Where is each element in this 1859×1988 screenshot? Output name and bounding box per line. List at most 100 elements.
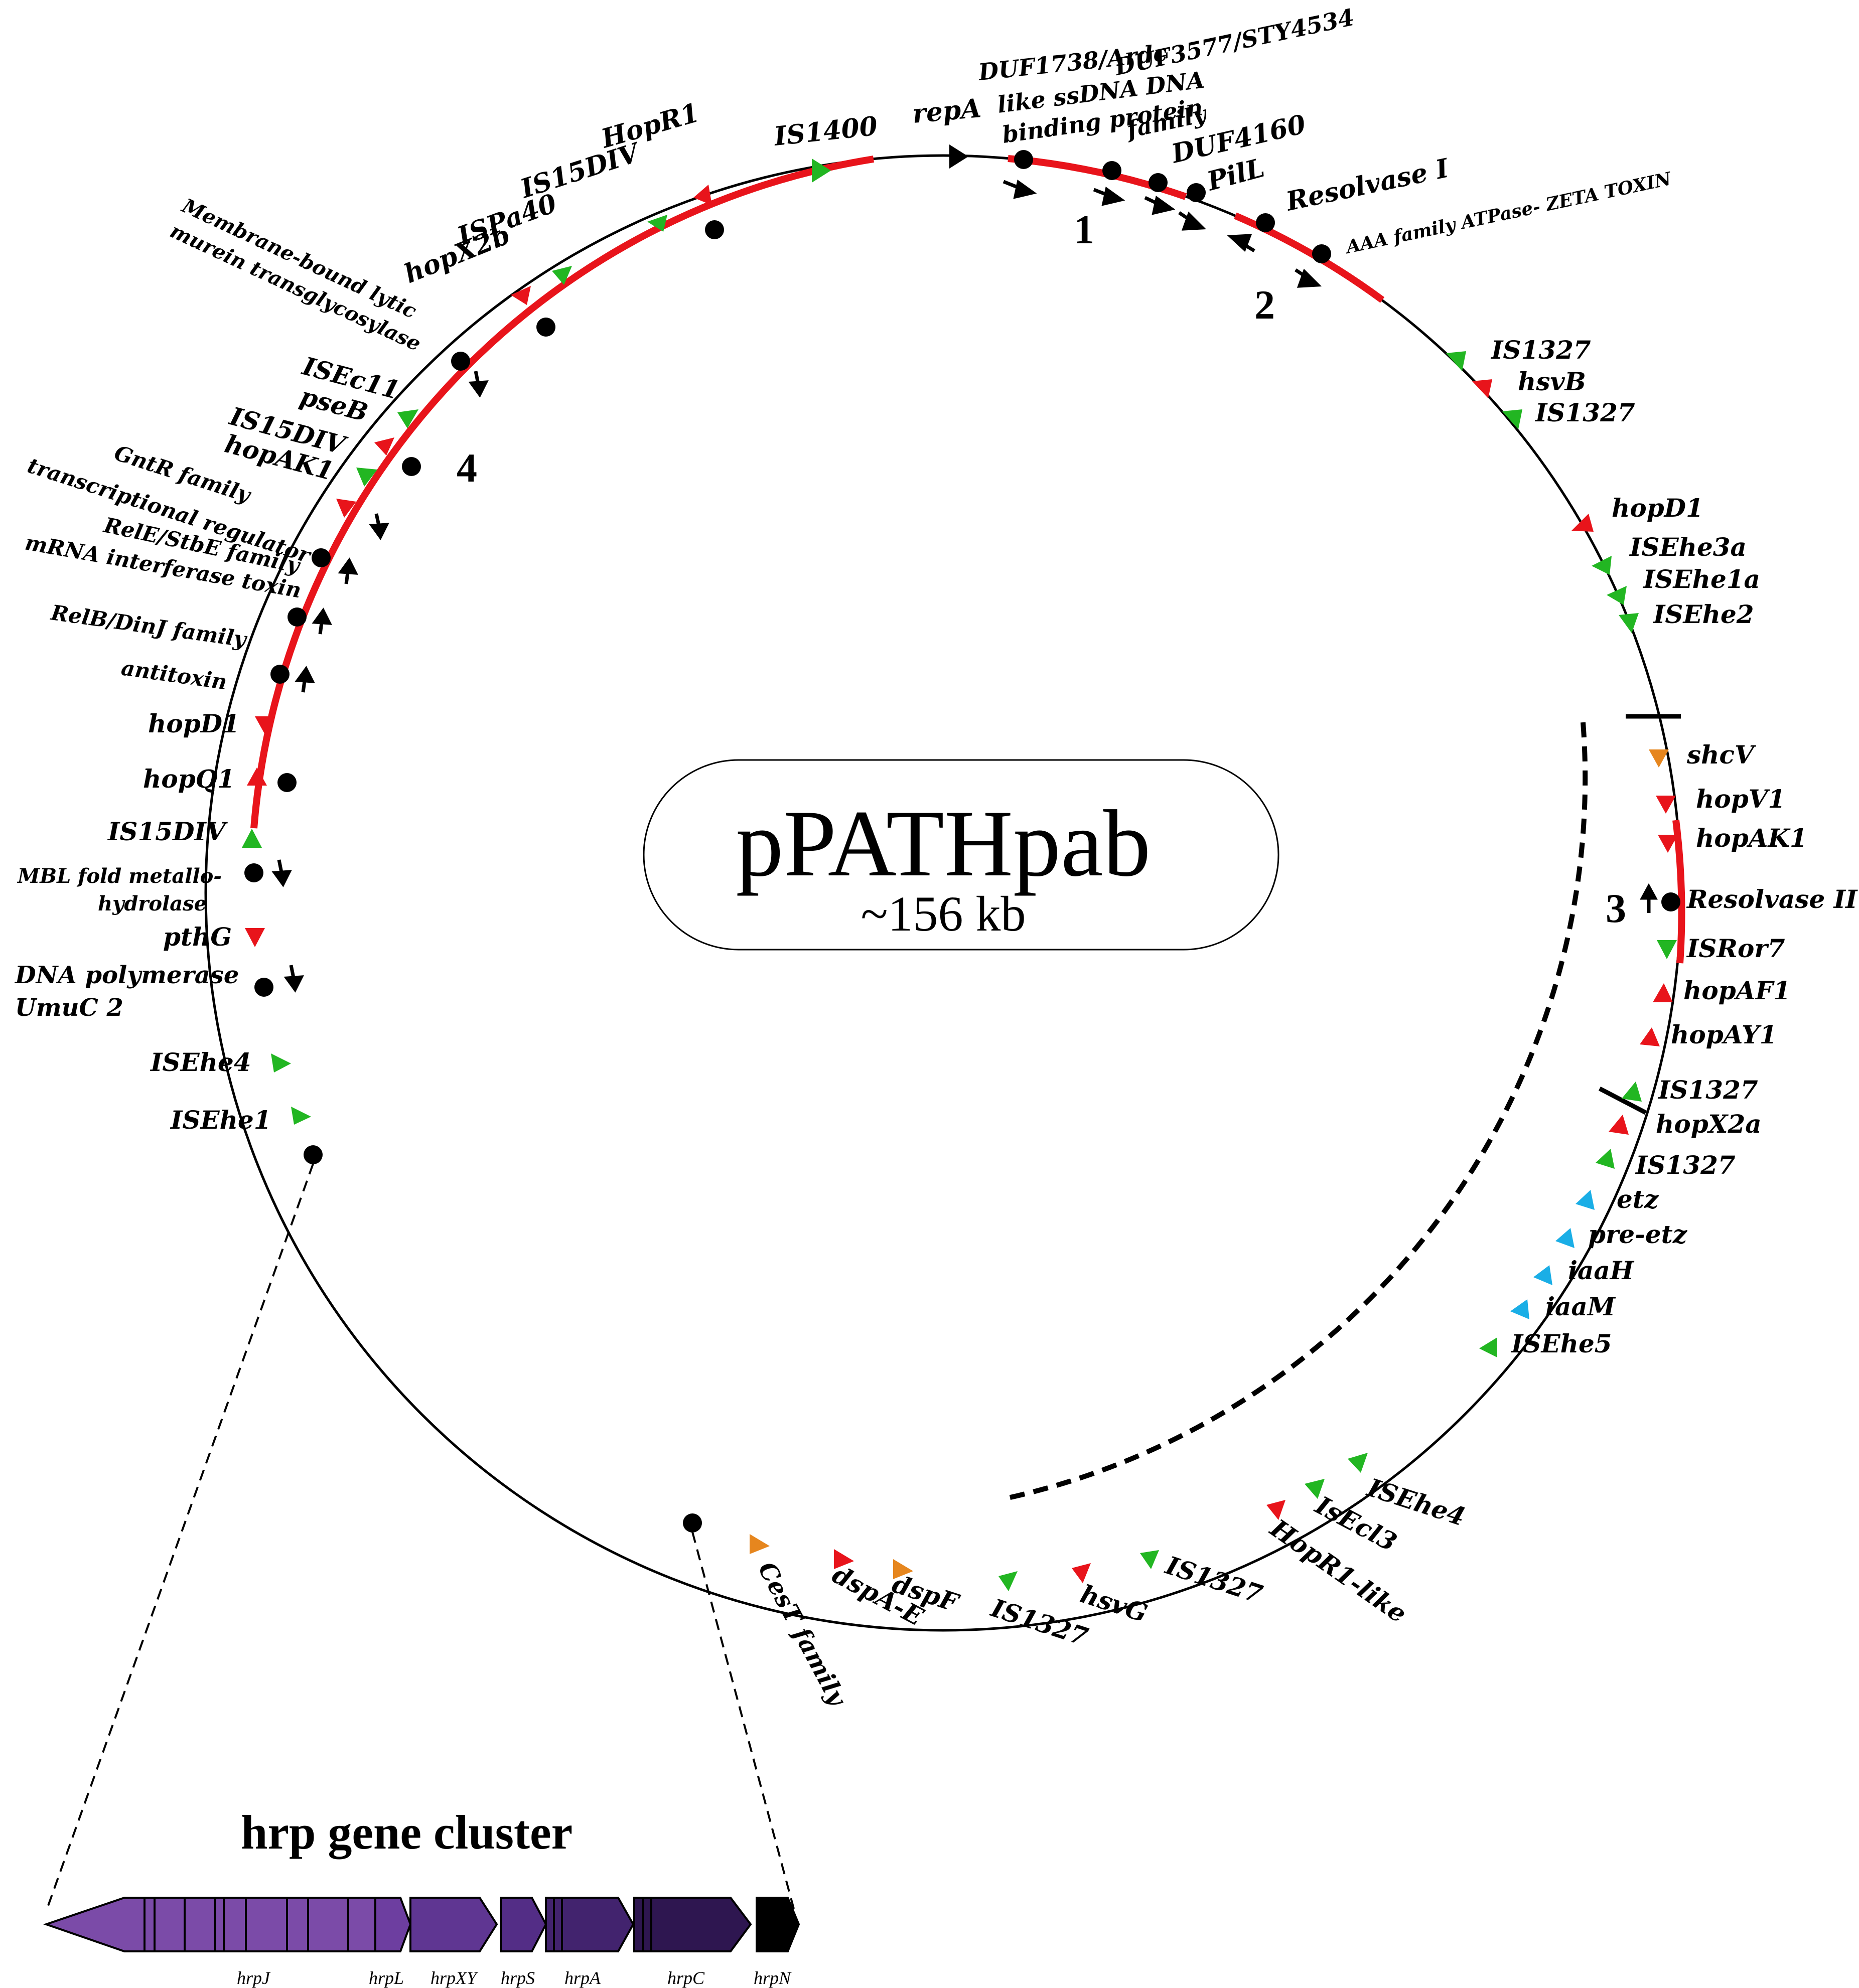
hopQ1-inner-dot bbox=[277, 773, 297, 792]
arrow-1d-head bbox=[1181, 211, 1207, 231]
hopX2b-marker bbox=[511, 286, 531, 305]
label-hopX2a: hopX2a bbox=[1656, 1109, 1762, 1139]
mbl-dot bbox=[244, 863, 263, 882]
dnapol-dot bbox=[254, 978, 273, 997]
arrow-4d-head bbox=[312, 607, 332, 625]
hrp-left-dot bbox=[304, 1145, 323, 1164]
is1327-d-marker bbox=[1596, 1149, 1615, 1169]
label-hopV1: hopV1 bbox=[1696, 784, 1785, 814]
label-mbl: MBL fold metallo- bbox=[17, 864, 222, 888]
plasmid-size: ~156 kb bbox=[861, 886, 1026, 942]
isehe4-b-marker bbox=[1348, 1453, 1368, 1473]
ispa40-marker bbox=[552, 266, 572, 285]
cesT-marker bbox=[750, 1534, 770, 1554]
gene-label-hrpC: hrpC bbox=[667, 1968, 705, 1988]
label-hopAF1: hopAF1 bbox=[1683, 976, 1791, 1005]
zoom-line-left bbox=[45, 1163, 314, 1912]
separator-lower bbox=[1598, 1087, 1647, 1115]
label-is1327-a: IS1327 bbox=[1490, 335, 1591, 365]
is15div-b-marker bbox=[356, 468, 377, 487]
relb-dot bbox=[270, 665, 290, 684]
label-is1327-d: IS1327 bbox=[1635, 1150, 1736, 1180]
hopD1-r-marker bbox=[1571, 514, 1594, 532]
label-is1327-f: IS1327 bbox=[986, 1593, 1091, 1652]
gene-hrpXY bbox=[409, 1897, 498, 1952]
arrow-1a-head bbox=[1013, 180, 1037, 199]
dspAE-marker bbox=[834, 1549, 854, 1569]
label-preetz: pre-etz bbox=[1588, 1219, 1688, 1249]
etz-marker bbox=[1576, 1190, 1595, 1210]
label-hopAY1: hopAY1 bbox=[1671, 1020, 1777, 1049]
title-box bbox=[643, 759, 1279, 951]
is1327-c-marker bbox=[1622, 1082, 1642, 1102]
duf1738-dot bbox=[1014, 150, 1033, 169]
isecl3-marker bbox=[1305, 1479, 1325, 1499]
hopAK1-l-marker bbox=[336, 499, 356, 518]
label-etz: etz bbox=[1617, 1184, 1659, 1214]
gene-hrpS bbox=[500, 1897, 547, 1952]
duf3577-dot bbox=[1102, 161, 1121, 180]
label-isehe3a: ISEhe3a bbox=[1629, 532, 1747, 562]
iaaM-marker bbox=[1510, 1299, 1529, 1319]
arrow-2b-head bbox=[1297, 268, 1322, 288]
label-iaaH: iaaH bbox=[1568, 1256, 1635, 1285]
gene-hrpJ bbox=[43, 1897, 376, 1952]
label-hopAK1-r: hopAK1 bbox=[1696, 823, 1807, 853]
hopR1like-marker bbox=[1266, 1500, 1285, 1520]
isehe3a-marker bbox=[1592, 556, 1612, 575]
label-shcV: shcV bbox=[1686, 740, 1757, 770]
isehe1a-marker bbox=[1607, 586, 1627, 605]
hopV1-marker bbox=[1656, 796, 1676, 814]
pilL-dot bbox=[1187, 183, 1206, 202]
plasmid-name: pPATHpab bbox=[736, 791, 1151, 896]
is15div-c-marker bbox=[242, 829, 262, 848]
pseB-marker bbox=[374, 437, 394, 455]
hopD1-l-marker bbox=[255, 716, 275, 734]
hopR1-marker bbox=[693, 185, 712, 205]
region-2: 2 bbox=[1254, 282, 1275, 328]
gntr-dot bbox=[312, 548, 331, 567]
label-hopQ1: hopQ1 bbox=[143, 764, 235, 794]
label-dnapol: DNA polymerase bbox=[14, 961, 239, 989]
hopAF1-marker bbox=[1653, 983, 1673, 1002]
rele-dot bbox=[288, 607, 307, 627]
duf4160-dot bbox=[1149, 173, 1168, 192]
gene-hrpC bbox=[633, 1897, 752, 1952]
label-is15div-c: IS15DIV bbox=[107, 817, 228, 846]
label-hsvB: hsvB bbox=[1518, 367, 1586, 396]
is1327-e-marker bbox=[1140, 1550, 1159, 1569]
isehe5-marker bbox=[1479, 1337, 1497, 1357]
label-hopD1-r: hopD1 bbox=[1612, 493, 1703, 523]
isehe2-marker bbox=[1619, 613, 1639, 633]
is1400-marker bbox=[812, 159, 831, 183]
gene-hrpL bbox=[374, 1897, 412, 1952]
hopX2b-inner-dot bbox=[536, 318, 555, 337]
hopAK1-r-marker bbox=[1658, 835, 1678, 853]
dspF-marker bbox=[893, 1559, 913, 1579]
label-is1327-e: IS1327 bbox=[1161, 1550, 1266, 1609]
label-repA: repA bbox=[911, 93, 982, 129]
arrow-3-head bbox=[1640, 883, 1658, 900]
gene-label-hrpXY: hrpXY bbox=[431, 1968, 479, 1988]
label-relb: RelB/DinJ family bbox=[49, 600, 249, 652]
hopX2a-marker bbox=[1609, 1115, 1629, 1135]
pseB-inner-dot bbox=[402, 457, 421, 476]
label-hsvG: hsvG bbox=[1077, 1579, 1151, 1628]
label-hopD1-l: hopD1 bbox=[148, 709, 240, 738]
preetz-marker bbox=[1555, 1228, 1575, 1248]
red-arc-right bbox=[1672, 820, 1685, 964]
isehe4-a-marker bbox=[271, 1053, 291, 1073]
arrow-4f-head bbox=[271, 870, 292, 887]
gene-hrpN bbox=[756, 1897, 800, 1952]
zoom-line-right bbox=[691, 1532, 795, 1909]
isehe1-marker bbox=[291, 1107, 311, 1125]
arrow-4g-head bbox=[283, 975, 304, 993]
isec11-marker bbox=[397, 409, 418, 428]
region-3: 3 bbox=[1606, 885, 1626, 931]
arrow-4b-head bbox=[369, 523, 389, 540]
label-isehe1: ISEhe1 bbox=[170, 1105, 271, 1135]
label-is1400: IS1400 bbox=[772, 111, 879, 152]
label-is1327-b: IS1327 bbox=[1534, 398, 1635, 427]
gene-label-hrpL: hrpL bbox=[369, 1968, 404, 1988]
